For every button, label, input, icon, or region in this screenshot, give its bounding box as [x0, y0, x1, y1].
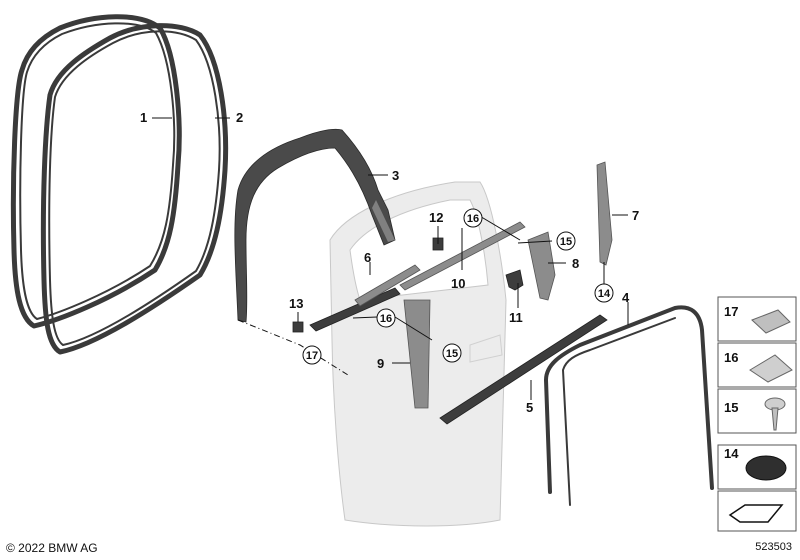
callout-1: 1	[140, 110, 147, 125]
callout-15a-circle: 15	[556, 231, 576, 251]
callout-8: 8	[572, 256, 579, 271]
side-item-17-label: 17	[724, 304, 738, 319]
callout-17-circle: 17	[302, 345, 322, 365]
side-item-14: 14	[717, 444, 797, 490]
callout-2: 2	[236, 110, 243, 125]
window-channel-inner	[309, 264, 421, 332]
document-number: 523503	[755, 541, 792, 553]
grommet-icon	[745, 455, 787, 481]
sill-seal	[439, 314, 608, 425]
side-item-15-label: 15	[724, 400, 738, 415]
callout-16a-circle: 16	[463, 208, 483, 228]
callout-16b: 16	[380, 313, 392, 325]
callout-17: 17	[306, 350, 318, 362]
guide-rail	[596, 161, 613, 266]
window-frame-trim	[234, 128, 396, 323]
callout-12: 12	[429, 210, 443, 225]
callout-6: 6	[364, 250, 371, 265]
callout-14-circle: 14	[594, 283, 614, 303]
callout-4: 4	[622, 290, 630, 305]
side-item-17: 17	[717, 296, 797, 342]
direction-arrow-icon	[728, 504, 784, 523]
callout-3: 3	[392, 168, 399, 183]
side-item-15: 15	[717, 388, 797, 434]
window-run-seal	[544, 305, 714, 506]
screw-icon	[764, 397, 786, 431]
callout-7: 7	[632, 208, 639, 223]
side-parts-panel: 17 16 15 14	[717, 296, 797, 532]
side-item-16: 16	[717, 342, 797, 388]
callout-15b-circle: 15	[442, 343, 462, 363]
callout-15b: 15	[446, 348, 458, 360]
nut-clip-icon	[751, 309, 791, 334]
callout-15a: 15	[560, 236, 572, 248]
spring-clip-icon	[749, 354, 793, 383]
callout-16b-circle: 16	[376, 308, 396, 328]
bracket-clip	[505, 269, 524, 291]
copyright-text: © 2022 BMW AG	[6, 541, 98, 555]
side-item-arrow	[717, 490, 797, 532]
leader-lines	[152, 117, 629, 400]
callout-5: 5	[526, 400, 533, 415]
side-item-14-label: 14	[724, 446, 739, 461]
callout-13: 13	[289, 296, 303, 311]
side-item-16-label: 16	[724, 350, 738, 365]
door-seal-outer	[10, 14, 182, 329]
callout-9: 9	[377, 356, 384, 371]
clip-part	[292, 321, 304, 333]
door-seal-inner	[40, 23, 229, 355]
callouts: 1 2 3 4 5 6 7 8 9 10 11 12 13 14 15 15 1…	[140, 110, 639, 415]
callout-16a: 16	[467, 213, 479, 225]
callout-11: 11	[509, 310, 523, 325]
callout-10: 10	[451, 276, 465, 291]
callout-14: 14	[598, 288, 611, 300]
c-pillar-cover	[527, 231, 556, 301]
